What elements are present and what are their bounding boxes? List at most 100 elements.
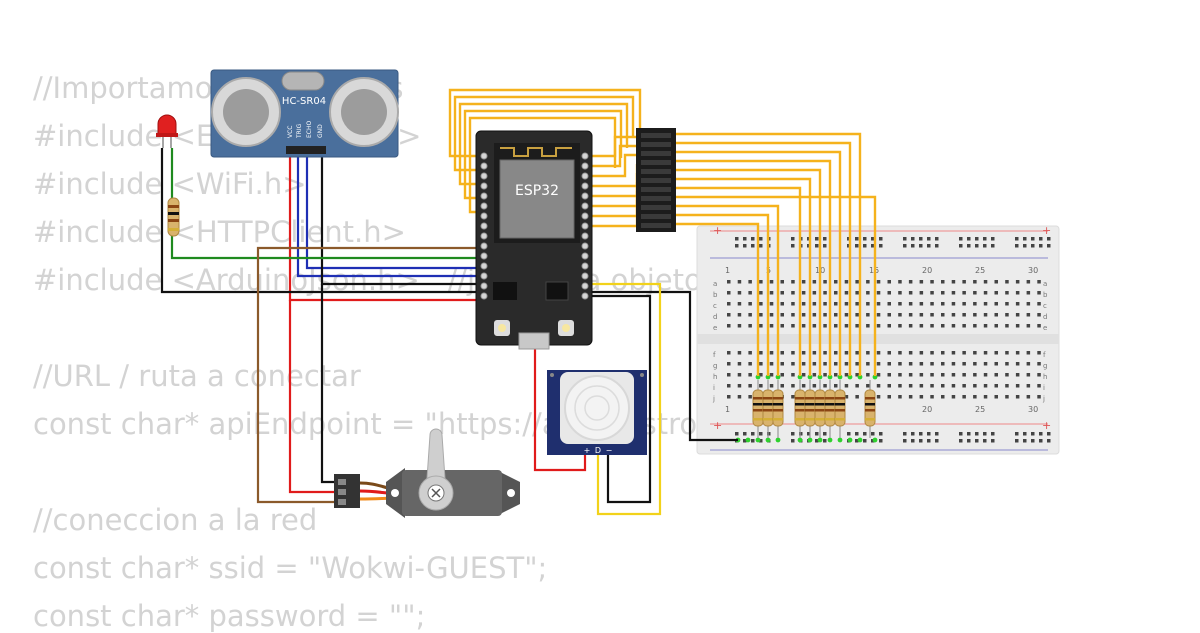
breadboard-hole[interactable] [887,280,892,284]
breadboard-hole[interactable] [973,351,977,355]
breadboard-hole[interactable] [769,302,774,306]
breadboard-hole[interactable] [876,362,881,366]
breadboard-hole[interactable] [844,373,849,377]
rail-hole[interactable] [903,432,907,436]
breadboard-hole[interactable] [887,291,892,295]
breadboard-hole[interactable] [887,324,892,328]
breadboard-hole[interactable] [834,302,838,306]
wire-yellow[interactable] [458,102,629,186]
breadboard-hole[interactable] [801,324,806,328]
rail-hole[interactable] [911,237,915,241]
rail-hole[interactable] [751,244,755,248]
breadboard-hole[interactable] [973,324,977,328]
breadboard-hole[interactable] [748,395,752,399]
breadboard-hole[interactable] [1026,384,1031,388]
breadboard-hole[interactable] [769,373,774,377]
breadboard-hole[interactable] [898,291,902,295]
connector-pin[interactable] [641,142,671,147]
breadboard-hole[interactable] [866,324,870,328]
breadboard-hole[interactable] [1026,362,1031,366]
rail-hole[interactable] [959,432,963,436]
breadboard-hole[interactable] [962,280,966,284]
rail-hole[interactable] [991,432,995,436]
rail-hole[interactable] [911,244,915,248]
breadboard-hole[interactable] [876,384,881,388]
connector-pin[interactable] [641,187,671,192]
breadboard-hole[interactable] [737,291,742,295]
rail-hole[interactable] [847,237,851,241]
breadboard-hole[interactable] [994,373,999,377]
breadboard-hole[interactable] [908,280,913,284]
esp32-pin[interactable] [480,172,488,180]
breadboard-hole[interactable] [919,324,924,328]
rail-hole[interactable] [863,439,867,443]
rail-hole[interactable] [983,244,987,248]
rail-hole[interactable] [983,432,987,436]
rail-hole[interactable] [967,237,971,241]
breadboard-hole[interactable] [823,373,827,377]
breadboard-hole[interactable] [994,291,999,295]
breadboard-hole[interactable] [866,373,870,377]
breadboard-hole[interactable] [844,291,849,295]
breadboard-hole[interactable] [941,313,945,317]
breadboard-resistors[interactable] [752,380,876,438]
rail-hole[interactable] [1039,432,1043,436]
breadboard-hole[interactable] [1015,291,1020,295]
connector-pin[interactable] [641,160,671,165]
breadboard-hole[interactable] [855,291,859,295]
rail-hole[interactable] [1023,237,1027,241]
breadboard-hole[interactable] [962,384,966,388]
breadboard-hole[interactable] [737,302,742,306]
breadboard-hole[interactable] [962,302,966,306]
breadboard-hole[interactable] [1005,395,1009,399]
breadboard-hole[interactable] [876,313,881,317]
breadboard-hole[interactable] [812,373,817,377]
breadboard-hole[interactable] [1026,280,1031,284]
rail-hole[interactable] [807,432,811,436]
breadboard-hole[interactable] [866,351,870,355]
rail-hole[interactable] [847,432,851,436]
breadboard-hole[interactable] [994,280,999,284]
rail-hole[interactable] [1015,432,1019,436]
breadboard-hole[interactable] [812,324,817,328]
resistor-body[interactable] [804,389,816,427]
breadboard-hole[interactable] [759,351,763,355]
rail-hole[interactable] [1015,237,1019,241]
breadboard-hole[interactable] [1026,395,1031,399]
breadboard-hole[interactable] [962,313,966,317]
breadboard-hole[interactable] [898,302,902,306]
esp32-pin[interactable] [581,242,589,250]
breadboard-hole[interactable] [834,324,838,328]
breadboard-hole[interactable] [983,395,988,399]
rail-hole[interactable] [743,237,747,241]
breadboard-hole[interactable] [994,395,999,399]
wire-black-servo[interactable] [320,284,340,484]
rail-hole[interactable] [1039,244,1043,248]
breadboard-hole[interactable] [801,280,806,284]
breadboard-hole[interactable] [727,280,731,284]
breadboard-hole[interactable] [941,351,945,355]
ultrasonic-sensor[interactable]: HC-SR04 VCC TRIG ECHO GND [210,69,399,158]
breadboard-hole[interactable] [876,351,881,355]
breadboard-hole[interactable] [834,362,838,366]
breadboard-hole[interactable] [951,280,956,284]
breadboard-hole[interactable] [823,280,827,284]
resistor-body[interactable] [772,389,784,427]
breadboard-hole[interactable] [1037,280,1041,284]
breadboard-hole[interactable] [1037,384,1041,388]
rail-hole[interactable] [751,439,755,443]
rail-hole[interactable] [815,432,819,436]
breadboard-hole[interactable] [1037,291,1041,295]
rail-hole[interactable] [919,237,923,241]
esp32-pin[interactable] [581,182,589,190]
breadboard-hole[interactable] [844,313,849,317]
breadboard-hole[interactable] [887,351,892,355]
breadboard-hole[interactable] [930,351,934,355]
breadboard-hole[interactable] [1037,324,1041,328]
rail-hole[interactable] [863,237,867,241]
breadboard-hole[interactable] [759,324,763,328]
breadboard-hole[interactable] [919,313,924,317]
rail-hole[interactable] [919,439,923,443]
rail-hole[interactable] [903,439,907,443]
breadboard-hole[interactable] [1037,313,1041,317]
